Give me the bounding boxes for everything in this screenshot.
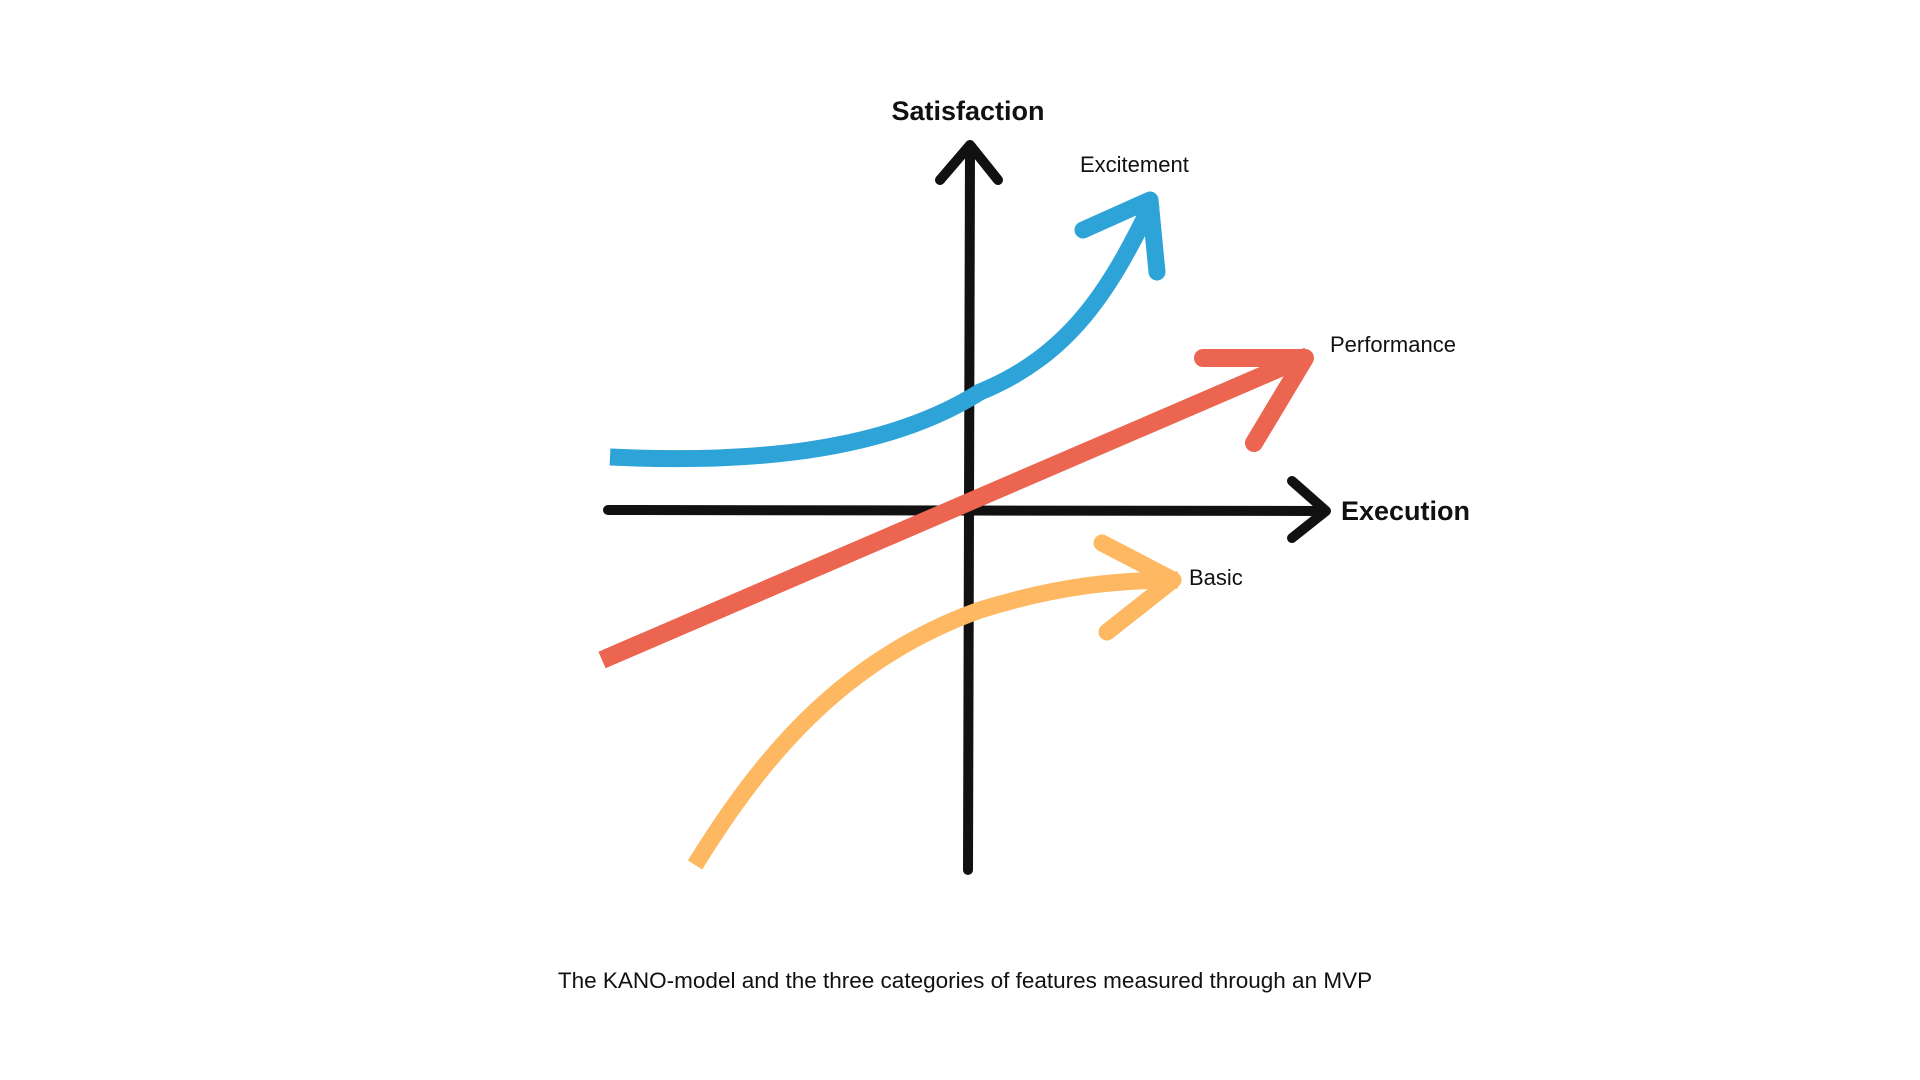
basic-label: Basic [1189, 565, 1243, 590]
basic-curve-line [687, 571, 1179, 870]
curve-basic [687, 534, 1182, 870]
y-axis-label: Satisfaction [891, 96, 1044, 126]
performance-arrowhead [1194, 349, 1314, 452]
performance-curve-line [598, 347, 1312, 669]
y-axis-arrowhead [935, 140, 1003, 185]
curve-excitement [609, 191, 1166, 468]
excitement-label: Excitement [1080, 152, 1189, 177]
curve-performance [598, 347, 1314, 669]
basic-arrowhead [1093, 534, 1182, 641]
figure-caption: The KANO-model and the three categories … [558, 968, 1372, 993]
performance-label: Performance [1330, 332, 1456, 357]
excitement-arrowhead [1074, 191, 1166, 281]
excitement-curve-line [609, 199, 1160, 468]
x-axis-label: Execution [1341, 496, 1470, 526]
x-axis-arrowhead [1287, 476, 1331, 543]
